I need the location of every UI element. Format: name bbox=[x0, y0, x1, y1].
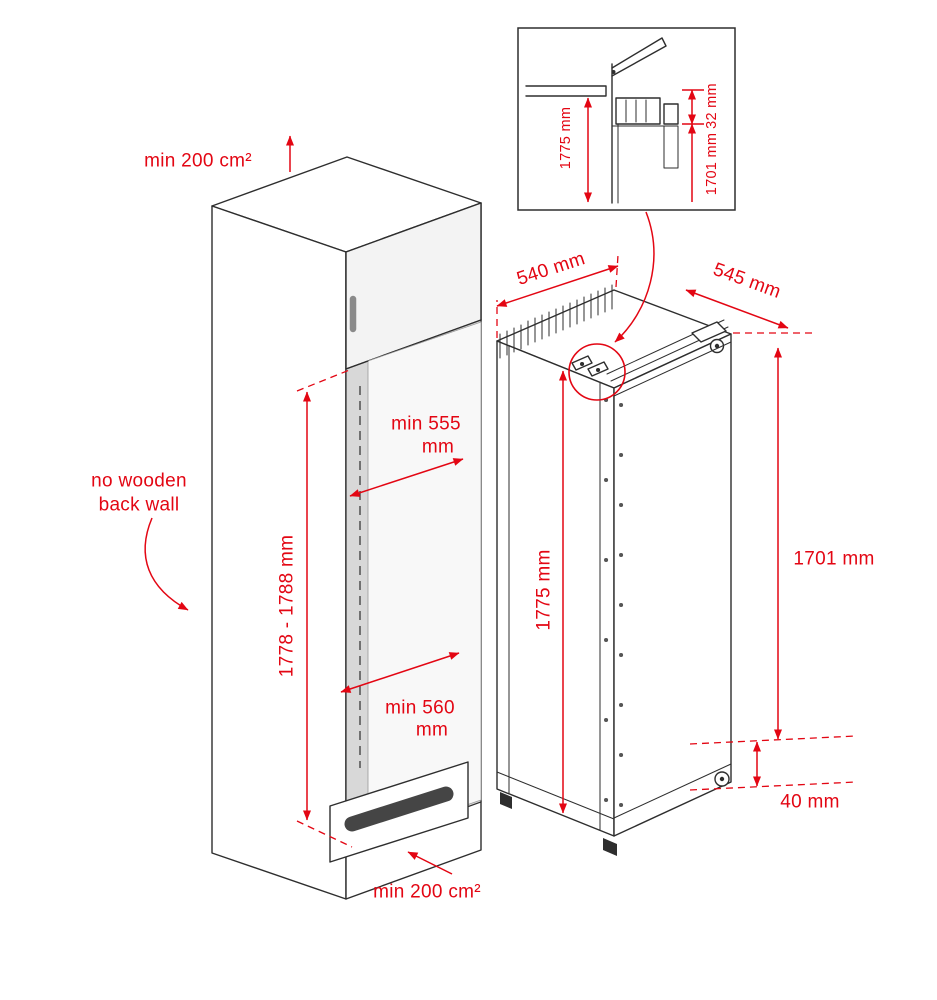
niche-back-wall bbox=[367, 321, 482, 840]
inset-clearance-label: 32 mm bbox=[704, 83, 720, 129]
inset-leader-arrow bbox=[614, 211, 655, 343]
hinge-pin-center bbox=[714, 343, 720, 349]
hinge-detail-circle bbox=[568, 343, 626, 401]
appliance-height-label: 1775 mm bbox=[534, 549, 555, 630]
depth-dimension-line bbox=[496, 265, 619, 307]
back-wall-note-line1: no wooden bbox=[91, 471, 187, 492]
niche-height-ext-bottom bbox=[296, 820, 353, 848]
inset-niche-height-label: 1775 mm bbox=[558, 107, 574, 170]
niche-depth-dimension-line bbox=[349, 458, 464, 497]
inset-hinge-block bbox=[663, 103, 679, 125]
appliance-width-label: 545 mm bbox=[710, 259, 783, 303]
top-ventilation-label: min 200 cm² bbox=[144, 151, 252, 172]
front-door-bottom-gap bbox=[613, 763, 732, 819]
inset-front-height-label: 1701 mm bbox=[704, 133, 720, 196]
niche-width-label-line1: min 560 bbox=[385, 698, 455, 719]
foot-adjust-ref-bottom bbox=[689, 781, 857, 791]
inset-open-hinge-cover bbox=[611, 37, 667, 77]
niche-height-label: 1778 - 1788 mm bbox=[277, 535, 298, 678]
cabinet-dimensions: min 200 cm² no wooden back wall 1778 - 1… bbox=[91, 135, 481, 903]
roller-axle bbox=[719, 776, 725, 782]
inset-hinge-mechanism bbox=[615, 97, 661, 125]
niche-inner-edge bbox=[345, 360, 369, 370]
appliance-drawing bbox=[496, 284, 732, 856]
niche-height-ext-top bbox=[296, 368, 353, 392]
appliance-front-height-label: 1701 mm bbox=[793, 549, 874, 570]
niche-width-label-line2: mm bbox=[416, 720, 448, 741]
appliance-depth-label: 540 mm bbox=[514, 248, 587, 290]
bottom-ventilation-label: min 200 cm² bbox=[373, 882, 481, 903]
front-door-top-gap bbox=[613, 341, 732, 397]
foot-adjust-ref-top bbox=[689, 735, 857, 745]
inset-cabinet-top-panel bbox=[525, 85, 607, 97]
detail-inset bbox=[517, 27, 736, 211]
back-wall-note-line2: back wall bbox=[99, 495, 180, 516]
niche-width-dimension-line bbox=[340, 652, 460, 693]
cabinet-drawing bbox=[211, 156, 482, 900]
width-dimension-line bbox=[685, 289, 789, 329]
plinth-line bbox=[496, 771, 615, 820]
inset-hinge-pivot bbox=[611, 70, 616, 74]
rear-foot bbox=[500, 792, 512, 809]
bracket-screws bbox=[580, 362, 601, 372]
vent-slot bbox=[344, 786, 454, 832]
bottom-ventilation-arrow bbox=[407, 851, 453, 875]
niche-depth-label-line2: mm bbox=[422, 437, 454, 458]
depth-ext-right bbox=[615, 254, 619, 288]
foot-adjustment-label: 40 mm bbox=[780, 792, 840, 813]
appliance-front-face bbox=[613, 333, 732, 837]
inset-side-part bbox=[611, 125, 679, 169]
front-foot bbox=[603, 838, 617, 856]
back-wall-note-arrow bbox=[144, 517, 189, 611]
niche-depth-label-line1: min 555 bbox=[391, 414, 461, 435]
appliance-side-face bbox=[496, 340, 615, 837]
inset-hinge-slider-lines bbox=[625, 99, 647, 123]
inset-dimensions: 1775 mm 32 mm 1701 mm bbox=[558, 83, 720, 203]
